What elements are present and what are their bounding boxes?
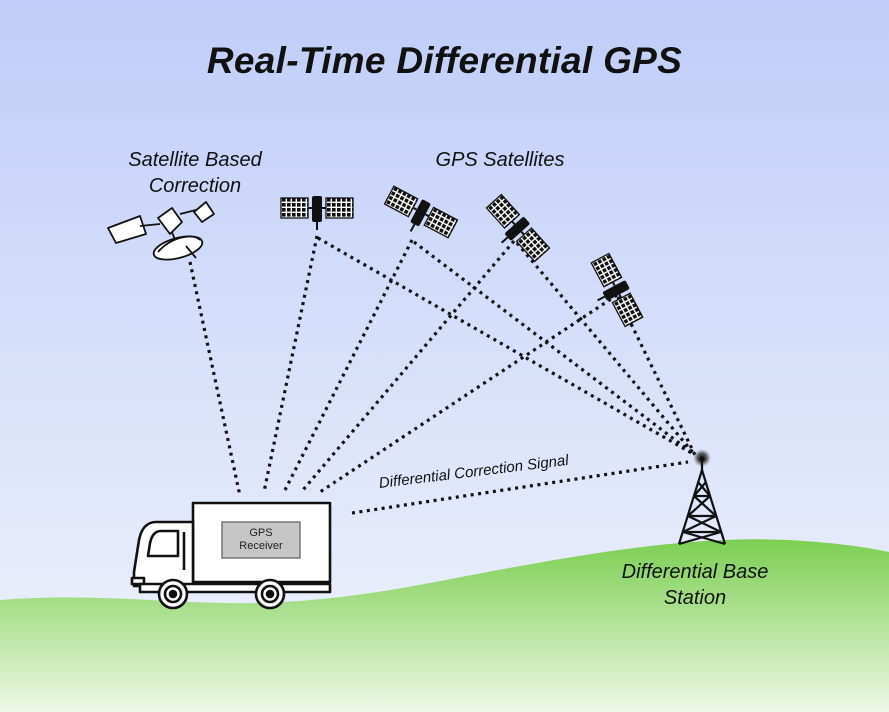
- gps-receiver-box: [221, 521, 301, 559]
- diagram-title: Real-Time Differential GPS: [206, 40, 683, 81]
- base-station-line-2: Station: [663, 587, 727, 609]
- gps-satellites-label: GPS Satellites: [435, 149, 565, 171]
- truck-front-wheel-icon: [157, 578, 189, 610]
- line-sat3-truck: [301, 239, 516, 492]
- base-station-tower-icon: [677, 449, 727, 546]
- ground-hill: [0, 539, 889, 712]
- signal-lines: [188, 235, 697, 515]
- gps-receiver-line-2: Receiver: [239, 540, 283, 552]
- line-sat1-truck: [262, 235, 319, 493]
- satellite-correction-line-1: Satellite Based: [128, 149, 262, 171]
- truck-icon: [130, 501, 332, 610]
- line-sat2-base: [413, 240, 696, 457]
- truck-rear-wheel-icon: [254, 578, 286, 610]
- base-station-line-1: Differential Base: [621, 561, 769, 583]
- gps-satellite-2-icon: [383, 185, 459, 239]
- correction-satellite-icon: [107, 201, 215, 261]
- truck-window: [146, 529, 180, 558]
- satellite-correction-label: Satellite Based Correction: [85, 147, 305, 199]
- gps-receiver-line-1: GPS: [249, 527, 273, 539]
- satellite-correction-line-2: Correction: [148, 175, 242, 197]
- line-corrsat-truck: [188, 261, 242, 497]
- gps-satellite-1-icon: [280, 196, 354, 230]
- gps-satellite-4-icon: [590, 252, 644, 328]
- gps-receiver-label: GPS Receiver: [222, 522, 300, 558]
- gps-satellite-3-icon: [485, 193, 551, 263]
- base-station-label: Differential Base Station: [600, 559, 790, 611]
- line-sat3-base: [515, 241, 697, 457]
- line-sat1-base: [317, 236, 696, 457]
